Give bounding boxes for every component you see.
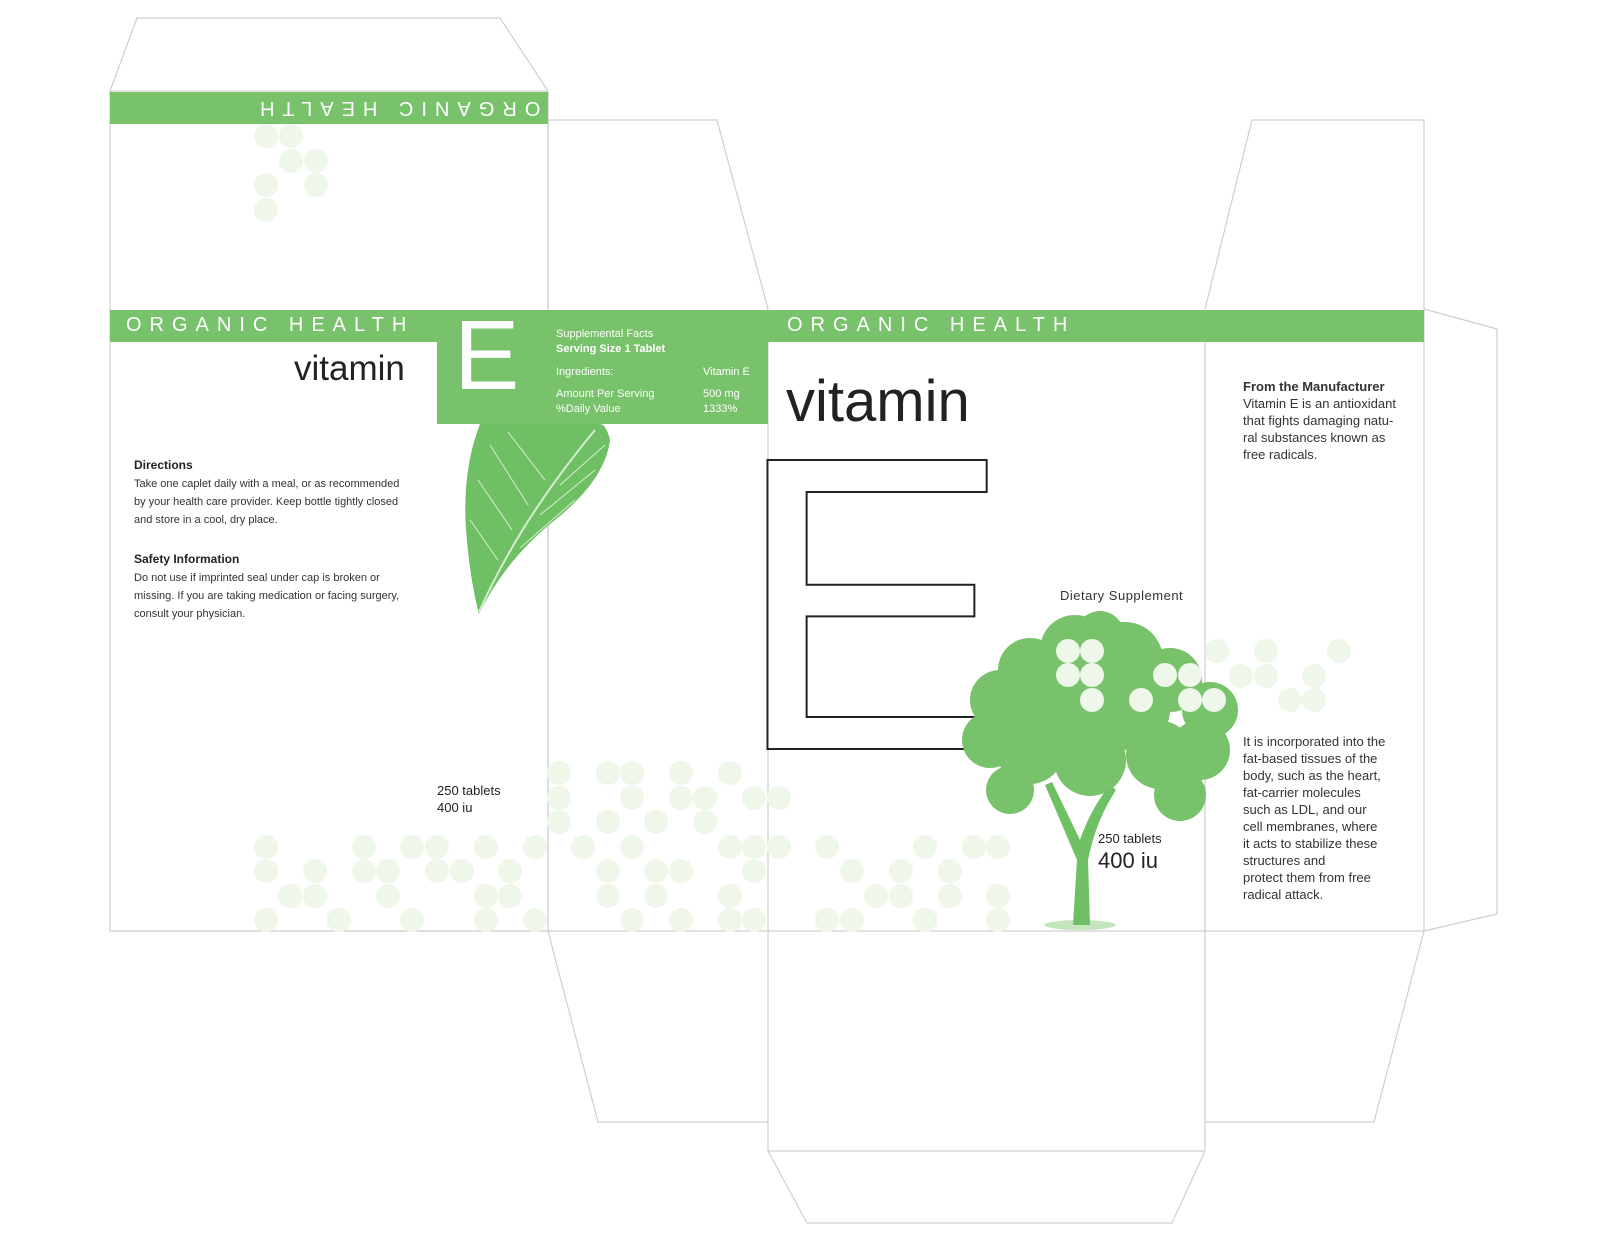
description-line: cell membranes, where — [1243, 819, 1378, 834]
directions-line: and store in a cool, dry place. — [134, 514, 278, 526]
description-line: such as LDL, and our — [1243, 802, 1367, 817]
description-line: fat-carrier molecules — [1243, 785, 1361, 800]
description-line: radical attack. — [1243, 887, 1324, 902]
facts-amount-value: 500 mg — [703, 388, 740, 400]
description-line: it acts to stabilize these — [1243, 836, 1378, 851]
left-vitamin-word: vitamin — [294, 349, 405, 388]
manufacturer-line: free radicals. — [1243, 447, 1318, 462]
brand-band-right — [768, 310, 1424, 342]
directions-text: Take one caplet daily with a meal, or as… — [134, 475, 399, 529]
manufacturer-line: that fights damaging natu- — [1243, 413, 1394, 428]
directions-line: by your health care provider. Keep bottl… — [134, 496, 399, 508]
manufacturer-heading: From the Manufacturer — [1243, 379, 1385, 394]
facts-title: Supplemental Facts — [556, 328, 654, 340]
facts-serving: Serving Size 1 Tablet — [556, 343, 666, 355]
brand-left: ORGANIC HEALTH — [126, 314, 415, 336]
directions-heading: Directions — [134, 458, 193, 472]
description-line: structures and — [1243, 853, 1326, 868]
top-flap-band — [110, 92, 548, 124]
front-tablet-count: 250 tablets — [1098, 831, 1162, 846]
side-tablet-count: 250 tablets — [437, 783, 501, 798]
description-line: body, such as the heart, — [1243, 768, 1381, 783]
description-block: It is incorporated into the fat-based ti… — [1243, 733, 1385, 903]
front-vitamin-word: vitamin — [786, 369, 970, 434]
description-line: protect them from free — [1243, 870, 1371, 885]
safety-line: missing. If you are taking medication or… — [134, 590, 400, 602]
facts-ingredients-label: Ingredients: — [556, 366, 614, 378]
brand-band-left — [110, 310, 438, 342]
facts-letter-e: E — [454, 300, 520, 410]
manufacturer-line: Vitamin E is an antioxidant — [1243, 396, 1396, 411]
safety-line: consult your physician. — [134, 608, 246, 620]
manufacturer-block: From the Manufacturer Vitamin E is an an… — [1243, 378, 1396, 463]
safety-text: Do not use if imprinted seal under cap i… — [134, 569, 399, 623]
front-strength: 400 iu — [1098, 848, 1158, 873]
description-line: fat-based tissues of the — [1243, 751, 1378, 766]
safety-heading: Safety Information — [134, 552, 240, 566]
dietary-supplement-label: Dietary Supplement — [1060, 588, 1184, 603]
manufacturer-line: ral substances known as — [1243, 430, 1386, 445]
safety-line: Do not use if imprinted seal under cap i… — [134, 572, 380, 584]
brand-front: ORGANIC HEALTH — [787, 314, 1076, 336]
facts-box — [437, 310, 768, 424]
facts-dv-label: %Daily Value — [556, 403, 621, 415]
directions-line: Take one caplet daily with a meal, or as… — [134, 478, 400, 490]
side-strength: 400 iu — [437, 800, 473, 815]
facts-amount-label: Amount Per Serving — [556, 388, 655, 400]
facts-ingredients-value: Vitamin E — [703, 366, 750, 378]
description-line: It is incorporated into the — [1243, 734, 1386, 749]
facts-dv-value: 1333% — [703, 403, 738, 415]
